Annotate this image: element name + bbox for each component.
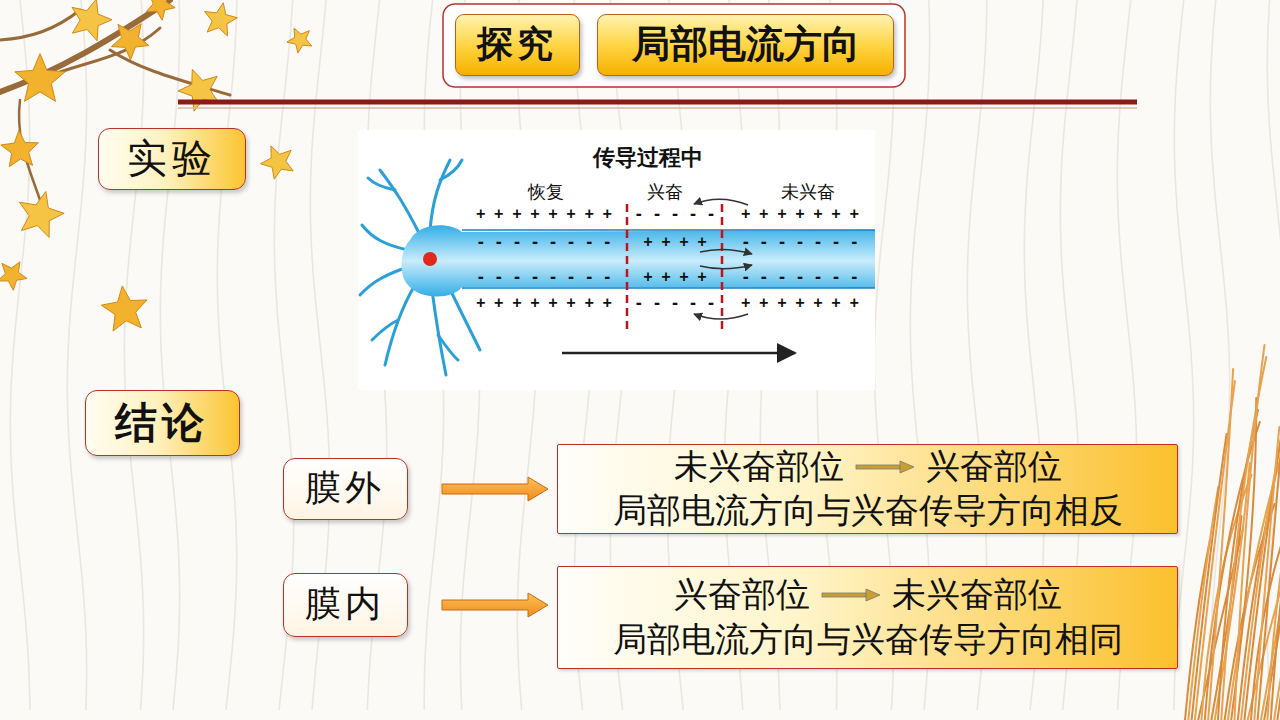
- grass-blade: [1235, 345, 1265, 720]
- leaf: [0, 262, 27, 291]
- region-label: 传导过程中: [593, 143, 703, 173]
- charge-signs: + + + + + + + +: [476, 296, 611, 311]
- site-text: 未兴奋部位: [674, 445, 844, 489]
- charge-signs: + + + +: [643, 235, 706, 250]
- text-row: 局部电流方向与兴奋传导方向相同: [613, 618, 1123, 662]
- wood-grain: [274, 0, 293, 710]
- boundary-line: [626, 204, 629, 332]
- charge-signs: - - - - - - - -: [476, 235, 611, 250]
- charge-signs: + + + + + + +: [741, 296, 858, 311]
- block-arrow: [442, 477, 548, 501]
- grass-blade: [1271, 362, 1280, 720]
- text-row: 兴奋部位 未兴奋部位: [674, 573, 1062, 617]
- wood-grain: [967, 0, 987, 710]
- result-box: 未兴奋部位 兴奋部位局部电流方向与兴奋传导方向相反: [557, 444, 1178, 534]
- grass-blade: [1258, 374, 1280, 720]
- wood-grain: [1060, 0, 1079, 710]
- charge-signs: - - - - - - -: [741, 235, 858, 250]
- wood-grain: [1117, 0, 1136, 710]
- grass-blade: [1254, 427, 1279, 720]
- site-text: 未兴奋部位: [892, 573, 1062, 617]
- category-box: 膜外: [283, 458, 408, 520]
- section-box: 结论: [85, 390, 240, 456]
- result-box: 兴奋部位 未兴奋部位局部电流方向与兴奋传导方向相同: [557, 566, 1178, 669]
- box-text: 探究: [477, 23, 558, 66]
- wood-grain: [910, 0, 929, 710]
- charge-signs: - - - - - - -: [741, 270, 858, 285]
- leaf-decoration: [0, 0, 312, 331]
- box-text: 膜内: [305, 583, 386, 626]
- title-box: 局部电流方向: [597, 14, 894, 76]
- leaf: [146, 0, 175, 20]
- region-label: 未兴奋: [781, 180, 835, 204]
- leaf: [260, 146, 293, 179]
- site-text: 兴奋部位: [674, 573, 810, 617]
- wood-grain: [217, 0, 237, 710]
- title-frame: [178, 4, 1137, 108]
- charge-signs: + + + +: [643, 270, 706, 285]
- section-box: 实验: [98, 128, 246, 190]
- charge-signs: - - - - - - - -: [476, 270, 611, 285]
- site-text: 兴奋部位: [926, 445, 1062, 489]
- box-text: 结论: [115, 398, 209, 448]
- local-current-arrows: [694, 199, 752, 319]
- illustration-ground: [358, 130, 875, 390]
- text-row: 未兴奋部位 兴奋部位: [674, 445, 1062, 489]
- wood-grain: [1024, 0, 1043, 710]
- membrane-line: [462, 229, 875, 231]
- conclusion-text: 局部电流方向与兴奋传导方向相同: [613, 618, 1123, 662]
- wood-grain: [160, 0, 179, 710]
- box-text: 局部电流方向: [632, 22, 860, 68]
- region-label: 恢复: [528, 180, 564, 204]
- charge-signs: - - - - -: [634, 296, 715, 311]
- wood-grain: [874, 0, 893, 710]
- leaf: [72, 0, 112, 41]
- leaf: [111, 24, 149, 60]
- membrane-line: [462, 287, 875, 289]
- grass-blade: [1261, 521, 1280, 720]
- box-text: 实验: [127, 135, 217, 183]
- conduction-arrow: [562, 352, 795, 355]
- wood-grain: [124, 0, 143, 710]
- tag-box: 探究: [455, 14, 580, 76]
- cell-body: [401, 225, 875, 296]
- wood-texture: [10, 0, 1280, 710]
- wood-grain: [310, 0, 329, 710]
- charge-signs: + + + + + + + +: [476, 207, 611, 222]
- charge-signs: - - - - -: [634, 207, 715, 222]
- grass-decoration: [1185, 345, 1280, 720]
- conclusion-text: 局部电流方向与兴奋传导方向相反: [613, 489, 1123, 533]
- category-box: 膜内: [283, 573, 408, 637]
- small-arrow: [820, 587, 882, 603]
- nucleus: [423, 252, 437, 266]
- leaf: [1, 130, 39, 166]
- leaf: [101, 286, 147, 331]
- region-label: 兴奋: [647, 180, 683, 204]
- block-arrow: [442, 593, 548, 617]
- small-arrow: [854, 459, 916, 475]
- charge-signs: + + + + + + +: [741, 207, 858, 222]
- leaf: [178, 69, 218, 111]
- wood-grain: [67, 0, 86, 710]
- leaf: [287, 28, 312, 53]
- grass-blade: [1274, 509, 1280, 720]
- text-row: 局部电流方向与兴奋传导方向相反: [613, 489, 1123, 533]
- grass-blade: [1277, 456, 1280, 720]
- box-text: 膜外: [305, 467, 386, 510]
- leaf: [19, 192, 64, 238]
- wood-grain: [1267, 0, 1280, 710]
- wood-grain: [1174, 0, 1194, 710]
- leaf: [205, 3, 238, 36]
- leaf: [15, 54, 65, 102]
